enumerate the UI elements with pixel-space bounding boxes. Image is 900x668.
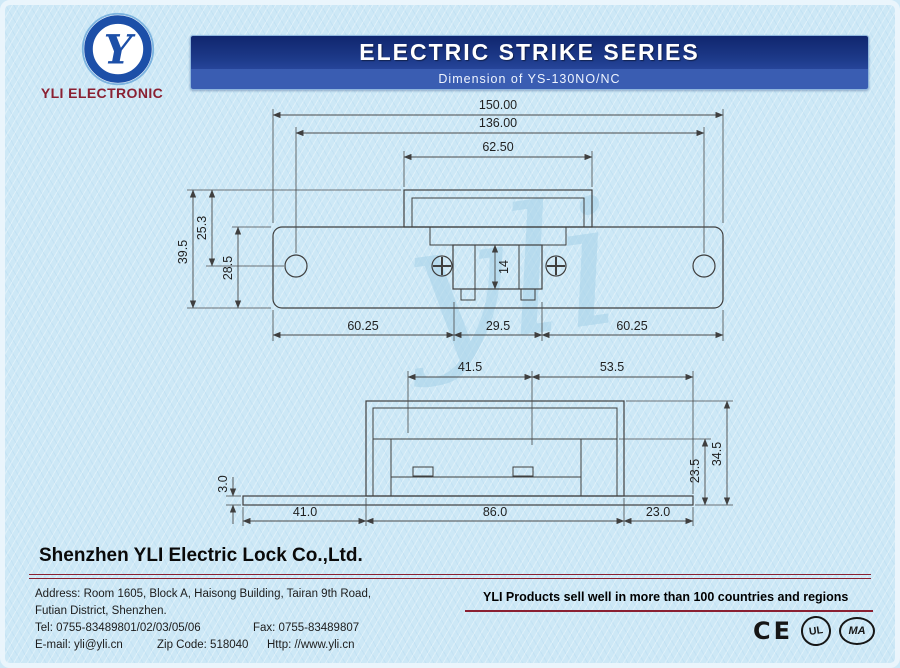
dim-side-bottom-left: 41.0	[293, 505, 317, 519]
dim-front-height-total: 39.5	[176, 240, 190, 264]
footer-divider	[29, 574, 871, 579]
dim-side-top-right: 53.5	[600, 360, 624, 374]
dim-front-latch-height: 14	[497, 260, 511, 274]
address-line-1: Address: Room 1605, Block A, Haisong Bui…	[35, 588, 372, 600]
email-text: E-mail: yli@yli.cn	[35, 639, 123, 651]
dim-front-plate-height: 28.5	[221, 256, 235, 280]
company-name: Shenzhen YLI Electric Lock Co.,Ltd.	[39, 545, 363, 566]
side-view-dimensions: 41.5 53.5 34.5 23.5 3.0 41.0 86.0 23.0	[216, 360, 733, 526]
dim-front-height-upper: 25.3	[195, 216, 209, 240]
ce-mark-icon: CE	[752, 617, 793, 645]
fax-text: Fax: 0755-83489807	[253, 622, 360, 634]
dim-front-body-width: 62.50	[482, 140, 513, 154]
cma-mark-icon: MA	[839, 617, 875, 645]
side-inner-block	[390, 438, 582, 497]
front-view: 150.00 136.00 62.50 39.5 25.3 28.5 14 60…	[176, 98, 724, 341]
zip-text: Zip Code: 518040	[157, 639, 249, 651]
website-text: Http: //www.yli.cn	[267, 639, 355, 651]
dim-front-hole-spacing: 136.00	[479, 116, 517, 130]
banner-subtitle: Dimension of YS-130NO/NC	[191, 69, 868, 89]
certification-marks: CE UL MA	[752, 614, 875, 648]
dim-side-top-left: 41.5	[458, 360, 482, 374]
logo-outer-ring	[81, 12, 155, 86]
mount-hole-right	[692, 254, 716, 278]
dim-side-bottom-center: 86.0	[483, 505, 507, 519]
yli-logo: Y	[81, 12, 155, 86]
mount-hole-left	[284, 254, 308, 278]
dim-front-bottom-left: 60.25	[347, 319, 378, 333]
latch-tab-right	[520, 288, 536, 301]
slogan-divider	[465, 610, 873, 612]
slogan-text: YLI Products sell well in more than 100 …	[483, 590, 849, 604]
brand-text: YLI ELECTRONIC	[40, 85, 164, 101]
dim-front-bottom-right: 60.25	[616, 319, 647, 333]
title-banner: ELECTRIC STRIKE SERIES Dimension of YS-1…	[190, 35, 869, 90]
tel-text: Tel: 0755-83489801/02/03/05/06	[35, 622, 201, 634]
front-view-dimensions: 150.00 136.00 62.50 39.5 25.3 28.5 14 60…	[176, 98, 724, 341]
side-view: 41.5 53.5 34.5 23.5 3.0 41.0 86.0 23.0	[216, 360, 733, 526]
dim-side-height-total: 34.5	[710, 442, 724, 466]
dim-front-bottom-center: 29.5	[486, 319, 510, 333]
banner-title: ELECTRIC STRIKE SERIES	[191, 36, 868, 69]
technical-drawing: yli	[176, 98, 733, 526]
phillips-screw-left	[431, 255, 453, 277]
side-body-inner	[372, 407, 618, 497]
logo-letter: Y	[104, 26, 136, 73]
ul-mark-icon: UL	[799, 614, 833, 648]
dim-side-bottom-right: 23.0	[646, 505, 670, 519]
logo-blue-ring	[84, 15, 152, 83]
dim-front-width-total: 150.00	[479, 98, 517, 112]
address-block: Address: Room 1605, Block A, Haisong Bui…	[35, 586, 480, 654]
latch-tab-left	[460, 288, 476, 301]
address-line-2: Futian District, Shenzhen.	[35, 605, 167, 617]
side-tab-right	[512, 466, 534, 477]
side-body	[365, 400, 625, 497]
dim-side-plate-thickness: 3.0	[216, 475, 230, 492]
side-view-outline	[242, 400, 694, 506]
dim-side-height-inner: 23.5	[688, 459, 702, 483]
phillips-screw-right	[545, 255, 567, 277]
base-plate	[242, 495, 694, 506]
watermark-text: yli	[386, 161, 630, 392]
side-tab-left	[412, 466, 434, 477]
